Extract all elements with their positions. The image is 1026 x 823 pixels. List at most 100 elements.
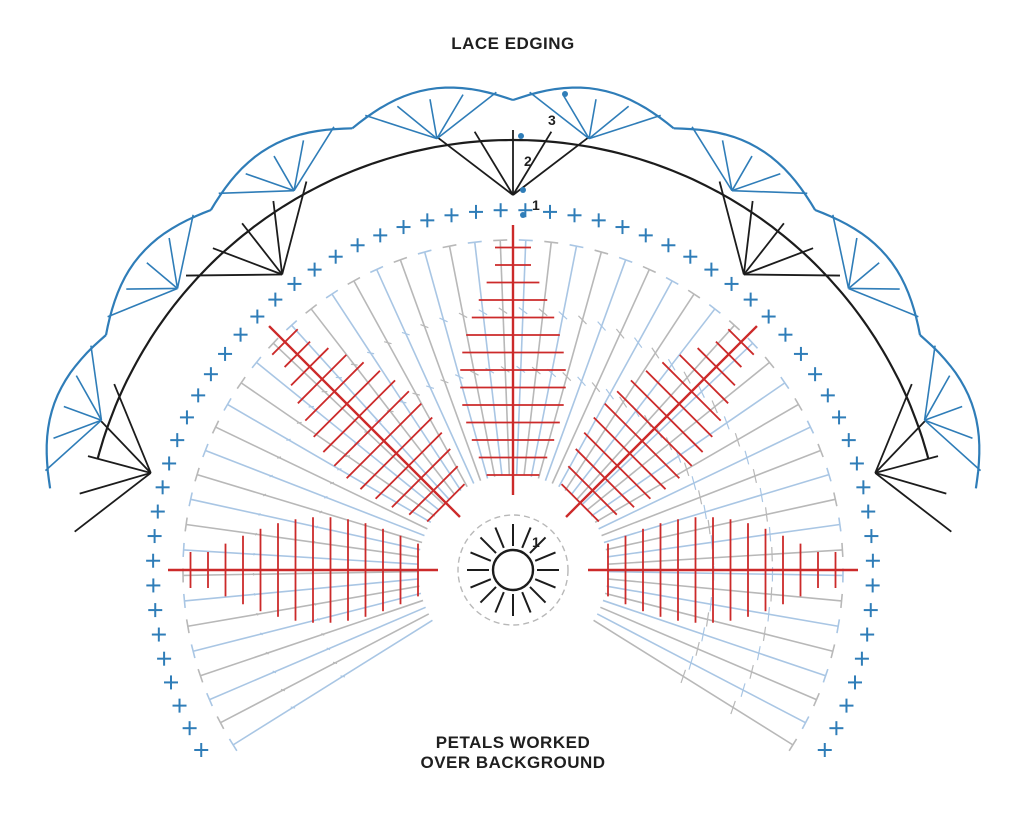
treble-crochet-symbol [732,174,780,191]
background-stitch-bar [309,406,314,407]
treble-crochet-symbol [91,346,101,421]
background-stitch-bar [254,553,255,555]
background-stitch-bar [699,386,705,398]
background-stitch-bar [592,382,600,391]
background-stitch [607,586,839,626]
single-crochet-symbol [535,579,555,587]
treble-crochet-symbol [833,215,849,289]
treble-crochet-symbol [437,95,463,139]
caption-line-2: OVER BACKGROUND [0,753,1026,773]
slip-stitch-dot [520,212,526,218]
treble-crochet-symbol [849,238,857,289]
double-crochet-symbol [186,274,282,275]
treble-crochet-symbol [563,95,589,139]
background-stitch-top [841,594,842,608]
double-crochet-symbol [114,384,151,473]
background-stitch-top [802,716,808,728]
caption-line-1: PETALS WORKED [0,733,1026,753]
background-stitch-bar [731,701,735,714]
treble-crochet-symbol [589,115,661,138]
background-stitch [594,620,793,745]
background-stitch [188,586,420,626]
background-stitch-top [795,398,802,410]
double-crochet-symbol [437,137,513,195]
background-stitch-bar [684,372,690,384]
background-stitch [200,600,423,675]
treble-crochet-symbol [925,346,935,421]
slip-stitch-dot [520,187,526,193]
background-stitch-bar [254,593,255,595]
treble-crochet-symbol [45,420,101,470]
background-stitch-bar [768,607,769,621]
background-stitch [597,614,805,723]
single-crochet-symbol [495,528,503,548]
slip-stitch-dot [562,91,568,97]
background-stitch-bar [772,547,773,561]
background-stitch-bar [724,416,729,429]
double-crochet-symbol [75,473,151,532]
row-label-lace-2: 2 [524,153,532,169]
treble-crochet-symbol [530,92,589,138]
double-crochet-symbol [744,201,753,275]
single-crochet-symbol [522,528,530,548]
double-crochet-symbol [88,456,151,473]
background-stitch-top [237,377,245,389]
treble-crochet-symbol [849,263,880,289]
treble-crochet-symbol [925,420,973,438]
treble-crochet-symbol [246,174,294,191]
treble-crochet-symbol [430,99,437,138]
background-stitch-top [468,241,482,243]
background-stitch-top [519,240,533,241]
background-stitch-bar [710,597,711,611]
background-stitch [602,450,821,535]
treble-crochet-symbol [589,106,629,138]
double-crochet-symbol [282,182,306,275]
background-stitch-bar [578,377,586,386]
background-stitch-top [184,594,185,608]
single-crochet-symbol [471,579,491,587]
treble-crochet-symbol [169,238,177,289]
double-crochet-symbol [875,420,926,473]
background-stitch-top [842,543,843,557]
background-stitch-top [493,240,507,241]
background-stitch [233,620,432,745]
treble-crochet-symbol [437,92,496,138]
background-stitch-top [781,377,789,389]
treble-crochet-symbol [54,420,102,438]
background-stitch-top [217,716,223,728]
single-crochet-symbol [495,592,503,612]
background-stitch-top [839,518,841,532]
background-stitch-top [252,357,261,368]
double-crochet-symbol [744,274,840,275]
double-crochet-symbol [100,420,151,473]
background-stitch-bar [769,527,770,541]
double-crochet-symbol [875,456,938,473]
background-stitch-top [709,305,720,314]
treble-crochet-symbol [925,420,981,470]
background-stitch-bar [616,329,624,338]
slip-stitch-dot [518,133,524,139]
background-stitch-bar [598,322,606,331]
treble-crochet-symbol [365,115,437,138]
background-stitch-top [306,305,317,314]
background-stitch-top [807,421,813,434]
background-stitch-top [185,518,187,532]
diagram-title: LACE EDGING [0,34,1026,54]
background-stitch-top [224,398,231,410]
background-stitch-bar [771,587,772,601]
double-crochet-symbol [875,473,951,532]
double-crochet-symbol [720,182,744,275]
treble-crochet-symbol [177,215,193,289]
single-crochet-symbol [522,592,530,612]
row-labels: 1 2 3 1 [524,112,556,550]
chain-symbol [248,140,513,231]
background-stitch [220,614,428,723]
row-label-lace-1: 1 [532,197,540,213]
double-crochet-symbol [273,201,282,275]
background-stitch-top [326,290,338,298]
single-crochet-symbol [535,552,555,560]
background-stitch-top [348,278,360,285]
background-stitch [600,607,816,699]
treble-crochet-symbol [589,99,596,138]
